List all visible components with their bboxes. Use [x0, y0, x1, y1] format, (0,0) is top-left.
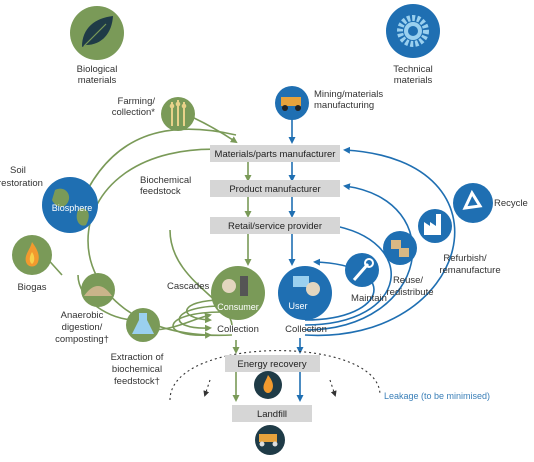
- biological-label-2: materials: [78, 75, 117, 86]
- globe-icon: [42, 177, 98, 233]
- user-label: User: [288, 301, 307, 311]
- biogas-label: Biogas: [17, 282, 46, 293]
- technical-flows: [288, 118, 456, 402]
- anaerobic-label-1: Anaerobic: [61, 310, 104, 321]
- leaf-icon: [70, 6, 124, 60]
- flask-icon: [126, 308, 160, 342]
- biosphere-label: Biosphere: [52, 203, 93, 213]
- extraction-label-1: Extraction of: [111, 352, 164, 363]
- retail-box: [210, 217, 340, 234]
- consumer-label: Consumer: [217, 302, 259, 312]
- mining-label-2: manufacturing: [314, 100, 374, 111]
- retail-label: Retail/service provider: [228, 221, 322, 232]
- wheat-icon: [161, 97, 195, 131]
- product-manufacturer-label: Product manufacturer: [229, 184, 320, 195]
- recycle-label: Recycle: [494, 198, 528, 209]
- technical-label-2: materials: [394, 75, 433, 86]
- energy-recovery-box: [225, 355, 320, 372]
- mining-truck-icon: [275, 86, 309, 120]
- landfill-box: [232, 405, 312, 422]
- gear-icon: [386, 4, 440, 58]
- energy-recovery-label: Energy recovery: [237, 359, 306, 370]
- refurbish-label-2: remanufacture: [439, 265, 500, 276]
- farming-label-2: collection*: [112, 107, 156, 118]
- materials-parts-box: [210, 145, 340, 162]
- farming-label-1: Farming/: [118, 96, 156, 107]
- boxes-icon: [383, 231, 417, 265]
- flame-icon: [12, 235, 52, 275]
- collection-left-label: Collection: [217, 324, 259, 335]
- cascades-label: Cascades: [167, 281, 209, 292]
- landfill-truck-icon: [255, 425, 285, 455]
- fire-icon: [254, 371, 282, 399]
- consumer-icon: [211, 266, 265, 320]
- reuse-label-2: redistribute: [387, 287, 434, 298]
- biological-flows: [42, 117, 252, 402]
- technical-label-1: Technical: [393, 64, 433, 75]
- recycle-icon: [453, 183, 493, 223]
- anaerobic-label-3: composting†: [55, 334, 109, 345]
- materials-parts-label: Materials/parts manufacturer: [215, 149, 336, 160]
- refurbish-label-1: Refurbish/: [443, 253, 487, 264]
- anaerobic-label-2: digestion/: [62, 322, 103, 333]
- biochemical-feedstock-label-2: feedstock: [140, 186, 181, 197]
- extraction-label-3: feedstock†: [114, 376, 160, 387]
- soil-restoration-label-2: restoration: [0, 178, 43, 189]
- landfill-label: Landfill: [257, 409, 287, 420]
- leakage-lines: [169, 350, 381, 401]
- user-icon: [278, 266, 332, 320]
- factory-icon: [418, 209, 452, 243]
- mining-label-1: Mining/materials: [314, 89, 383, 100]
- wrench-icon: [345, 253, 379, 287]
- leakage-label: Leakage (to be minimised): [384, 391, 490, 401]
- maintain-label: Maintain: [351, 293, 387, 304]
- collection-right-label: Collection: [285, 324, 327, 335]
- compost-icon: [81, 273, 115, 307]
- reuse-label-1: Reuse/: [393, 275, 423, 286]
- biological-label-1: Biological: [77, 64, 118, 75]
- soil-restoration-label-1: Soil: [10, 165, 26, 176]
- product-manufacturer-box: [210, 180, 340, 197]
- extraction-label-2: biochemical: [112, 364, 162, 375]
- biochemical-feedstock-label-1: Biochemical: [140, 175, 191, 186]
